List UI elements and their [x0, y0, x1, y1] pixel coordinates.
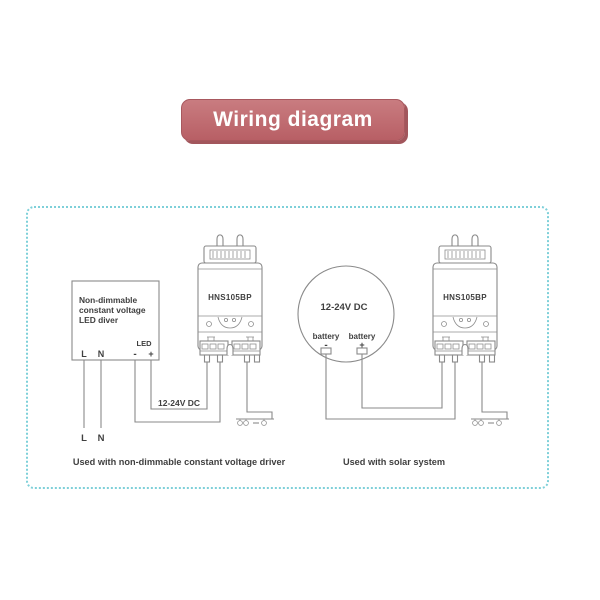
battery-circle: 12-24V DC battery battery - + [297, 265, 395, 363]
left-caption: Used with non-dimmable constant voltage … [73, 457, 286, 467]
dc-plug-icon-right [471, 418, 509, 426]
right-diagram: 12-24V DC battery battery - + [297, 234, 509, 467]
battery-right-sign: + [359, 340, 364, 350]
driver-box-line3: LED diver [79, 315, 119, 325]
sensor-pins [203, 354, 261, 363]
left-diagram: Non-dimmable constant voltage LED diver … [71, 234, 286, 467]
sensor-left: HNS105BP [197, 234, 263, 363]
output-wire-left [236, 362, 274, 426]
driver-terminal-n: N [98, 349, 105, 359]
input-label-n: N [98, 433, 105, 444]
sensor-model-label: HNS105BP [208, 293, 252, 302]
dc-supply-wires-left: 12-24V DC [134, 360, 221, 423]
terminal-blocks [199, 340, 261, 356]
output-wire-right [471, 362, 509, 426]
driver-terminal-led: LED [137, 339, 153, 348]
battery-left-label: battery [313, 332, 340, 341]
sensor-right [432, 234, 498, 363]
driver-terminal-l: L [81, 349, 87, 359]
driver-box-line2: constant voltage [79, 305, 146, 315]
battery-right-label: battery [349, 332, 376, 341]
mains-input-wires: L N [81, 360, 105, 444]
dc-voltage-label-left: 12-24V DC [158, 398, 200, 408]
led-driver-box: Non-dimmable constant voltage LED diver … [71, 280, 160, 361]
battery-voltage-label: 12-24V DC [321, 302, 368, 313]
driver-box-line1: Non-dimmable [79, 295, 138, 305]
battery-left-sign: - [324, 340, 327, 351]
driver-terminal-minus: - [133, 349, 136, 360]
title-banner: Wiring diagram [181, 99, 405, 141]
driver-terminal-plus: + [148, 349, 153, 359]
dc-plug-icon-left [236, 418, 274, 426]
page-title: Wiring diagram [213, 108, 373, 131]
right-caption: Used with solar system [343, 457, 445, 467]
dc-supply-wires-right [325, 354, 456, 420]
input-label-l: L [81, 433, 87, 444]
